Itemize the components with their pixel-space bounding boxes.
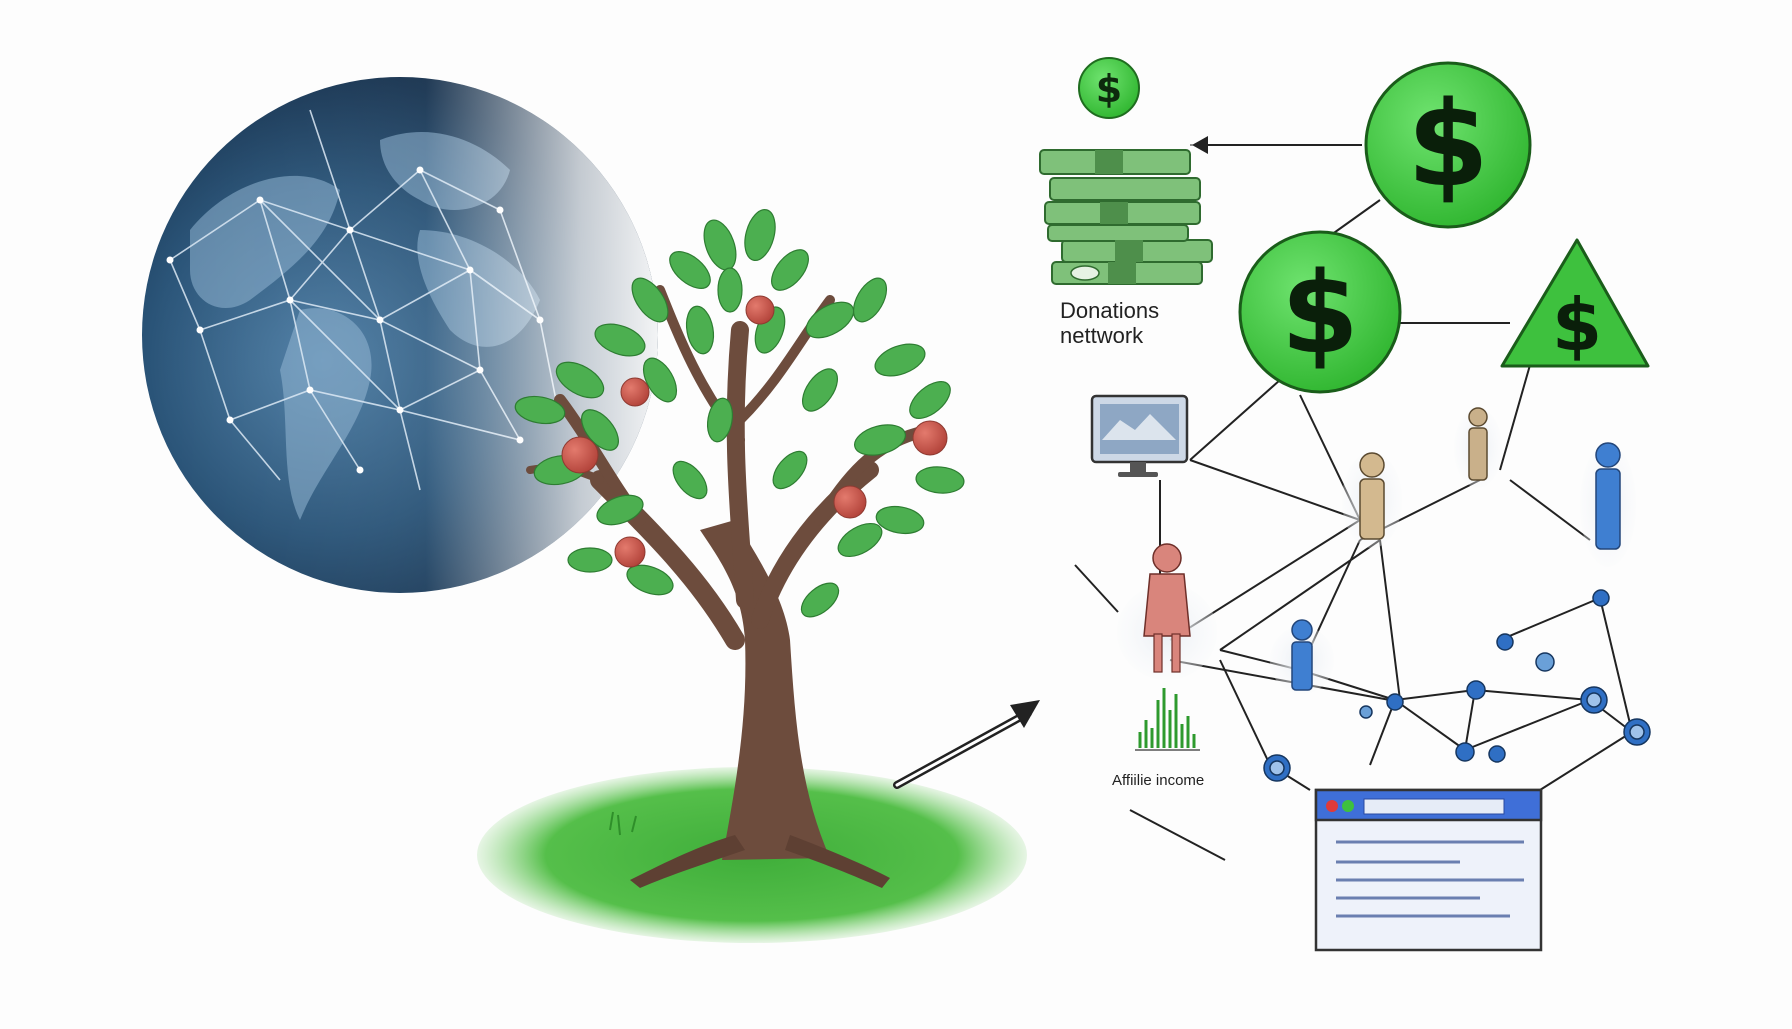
dollar-triangle-icon: $ [1500,238,1650,368]
person-figure-icon [1342,452,1402,548]
coin-symbol: $ [1407,75,1489,213]
person-figure-icon [1270,619,1334,694]
coin-symbol: $ [1281,249,1359,379]
world-network-globe-icon [142,77,658,593]
donations-network-label: Donations nettwork [1060,298,1210,349]
donations-line-1: Donations [1060,298,1160,323]
donations-line-2: nettwork [1060,323,1144,349]
person-figure-icon [1117,543,1217,680]
dollar-coin-large-icon: $ [1364,61,1532,229]
bar-chart-icon [1135,688,1200,751]
person-figure-icon [1580,442,1636,567]
dollar-coin-small-icon: $ [1078,57,1140,119]
coin-symbol: $ [1096,67,1122,111]
network-nodes [1263,589,1651,782]
affiliate-income-label: Affiilie income [1112,772,1205,789]
computer-monitor-icon [1090,394,1189,477]
fruit-tree-icon [514,209,965,888]
triangle-symbol: $ [1552,283,1602,367]
person-figure-icon [1454,407,1502,488]
browser-window-icon [1314,788,1543,952]
cash-stack-icon [1039,149,1213,285]
dollar-coin-medium-icon: $ [1238,230,1402,394]
arrow-icon [893,700,1040,789]
